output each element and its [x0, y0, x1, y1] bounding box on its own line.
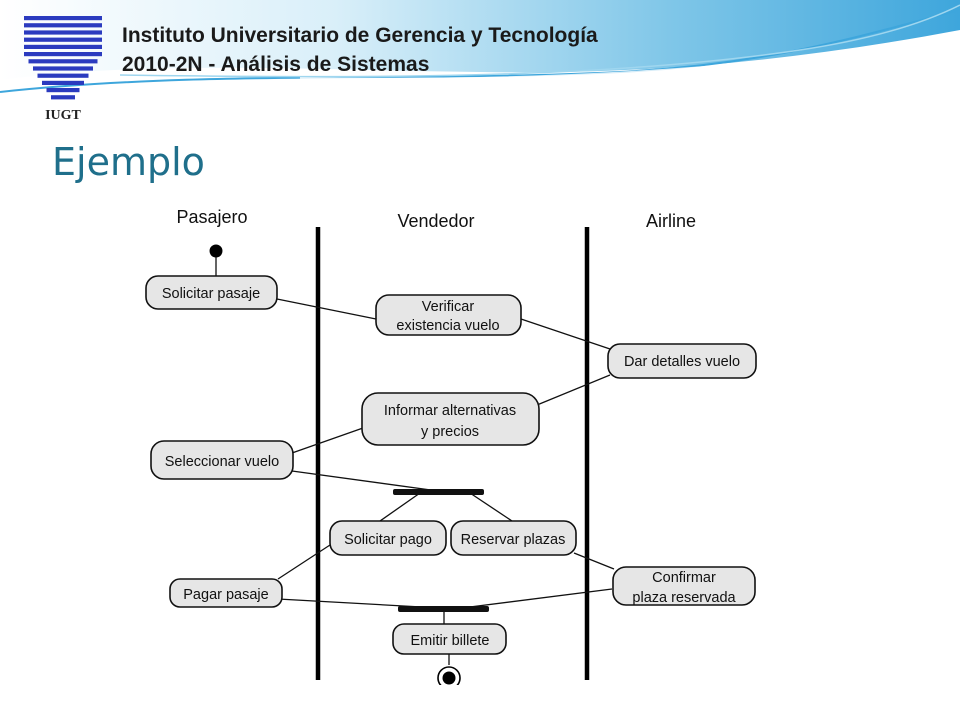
svg-text:Seleccionar vuelo: Seleccionar vuelo [165, 454, 279, 470]
svg-text:existencia vuelo: existencia vuelo [396, 318, 499, 334]
svg-text:plaza reservada: plaza reservada [632, 590, 736, 606]
start-node [209, 244, 223, 258]
activity-diagram: Pasajero Vendedor Airline Solicitar pasa… [145, 207, 757, 685]
logo-shield-icon [24, 16, 102, 100]
svg-text:Pagar pasaje: Pagar pasaje [183, 587, 268, 603]
join-bar [398, 606, 489, 612]
course-name: 2010-2N - Análisis de Sistemas [122, 53, 430, 76]
activity-pagar-pasaje: Pagar pasaje [169, 578, 283, 608]
svg-text:Emitir billete: Emitir billete [411, 633, 490, 649]
lane-header-vendedor: Vendedor [397, 211, 474, 231]
svg-text:Solicitar pago: Solicitar pago [344, 532, 432, 548]
logo-text: IUGT [45, 108, 81, 123]
svg-text:Reservar plazas: Reservar plazas [461, 532, 566, 548]
svg-text:Dar detalles vuelo: Dar detalles vuelo [624, 354, 740, 370]
svg-text:Solicitar pasaje: Solicitar pasaje [162, 286, 260, 302]
activity-reservar-plazas: Reservar plazas [450, 520, 577, 556]
activity-informar-alternativas: Informar alternativas y precios [361, 392, 540, 446]
institution-name: Instituto Universitario de Gerencia y Te… [122, 24, 598, 47]
svg-text:Informar alternativas: Informar alternativas [384, 403, 516, 419]
end-node [437, 666, 461, 685]
activity-confirmar-plaza: Confirmar plaza reservada [612, 566, 756, 606]
lane-header-pasajero: Pasajero [176, 207, 247, 227]
activity-emitir-billete: Emitir billete [392, 623, 507, 655]
activity-solicitar-pago: Solicitar pago [329, 520, 447, 556]
svg-text:Verificar: Verificar [422, 299, 475, 315]
fork-bar [393, 489, 484, 495]
activity-verificar-vuelo: Verificar existencia vuelo [375, 294, 522, 336]
svg-text:Confirmar: Confirmar [652, 570, 716, 586]
institution-logo: IUGT [20, 12, 106, 124]
lane-header-airline: Airline [646, 211, 696, 231]
slide-title: Ejemplo [52, 140, 205, 184]
activity-solicitar-pasaje: Solicitar pasaje [145, 275, 278, 310]
activity-seleccionar-vuelo: Seleccionar vuelo [150, 440, 294, 480]
activity-dar-detalles-vuelo: Dar detalles vuelo [607, 343, 757, 379]
header-wave-background [0, 0, 960, 93]
svg-text:y precios: y precios [421, 424, 479, 440]
